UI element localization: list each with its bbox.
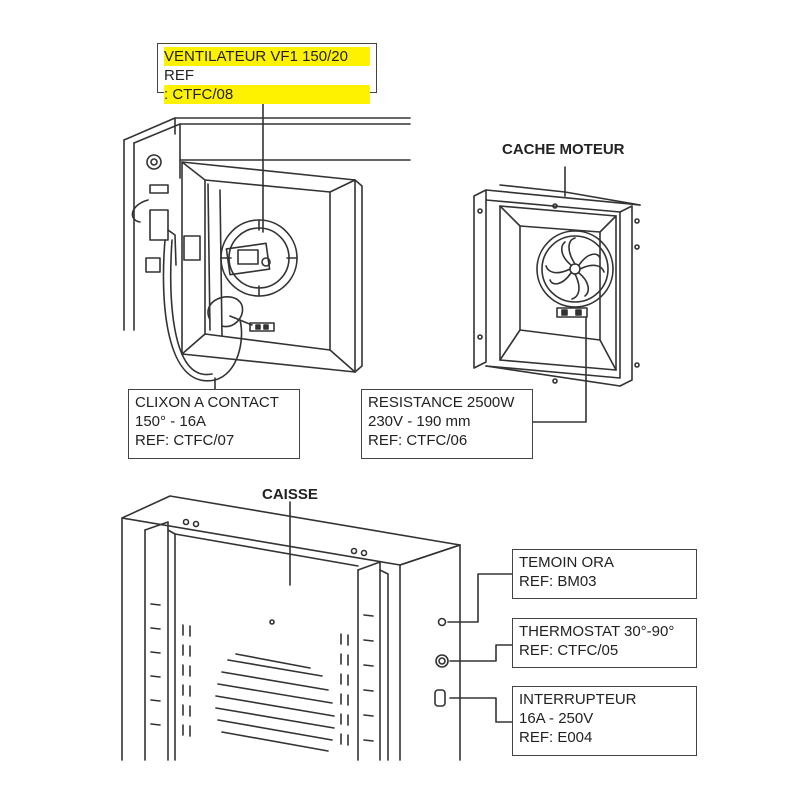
clixon-spec: 150° - 16A [135,413,207,430]
cache-moteur-title: CACHE MOTEUR [502,141,625,158]
interrupteur-spec: 16A - 250V [519,710,594,727]
ventilateur-ref-value: : CTFC/08 [164,85,370,104]
clixon-ref: REF: CTFC/07 [135,432,235,449]
resistance-spec: 230V - 190 mm [368,413,471,430]
ventilateur-name: VENTILATEUR VF1 150/20 [164,47,370,66]
clixon-name: CLIXON A CONTACT [135,394,279,411]
resistance-label: RESISTANCE 2500W 230V - 190 mm REF: CTFC… [361,389,533,459]
temoin-ref: REF: BM03 [519,573,597,590]
ventilateur-label: VENTILATEUR VF1 150/20 REF: CTFC/08 [157,43,377,104]
fan-housing-drawing [123,117,411,382]
cache-moteur-drawing [473,184,641,387]
interrupteur-name: INTERRUPTEUR [519,691,637,708]
ventilateur-ref-prefix: REF [164,67,194,84]
temoin-label: TEMOIN ORA REF: BM03 [512,549,697,599]
interrupteur-ref: REF: E004 [519,729,593,746]
thermostat-ref: REF: CTFC/05 [519,642,619,659]
resistance-name: RESISTANCE 2500W [368,394,515,411]
interrupteur-label: INTERRUPTEUR 16A - 250V REF: E004 [512,686,697,756]
clixon-label: CLIXON A CONTACT 150° - 16A REF: CTFC/07 [128,389,300,459]
temoin-name: TEMOIN ORA [519,554,615,571]
resistance-ref: REF: CTFC/06 [368,432,468,449]
thermostat-name: THERMOSTAT 30°-90° [519,623,675,640]
thermostat-label: THERMOSTAT 30°-90° REF: CTFC/05 [512,618,697,668]
caisse-drawing [121,495,461,761]
caisse-title: CAISSE [262,486,318,503]
